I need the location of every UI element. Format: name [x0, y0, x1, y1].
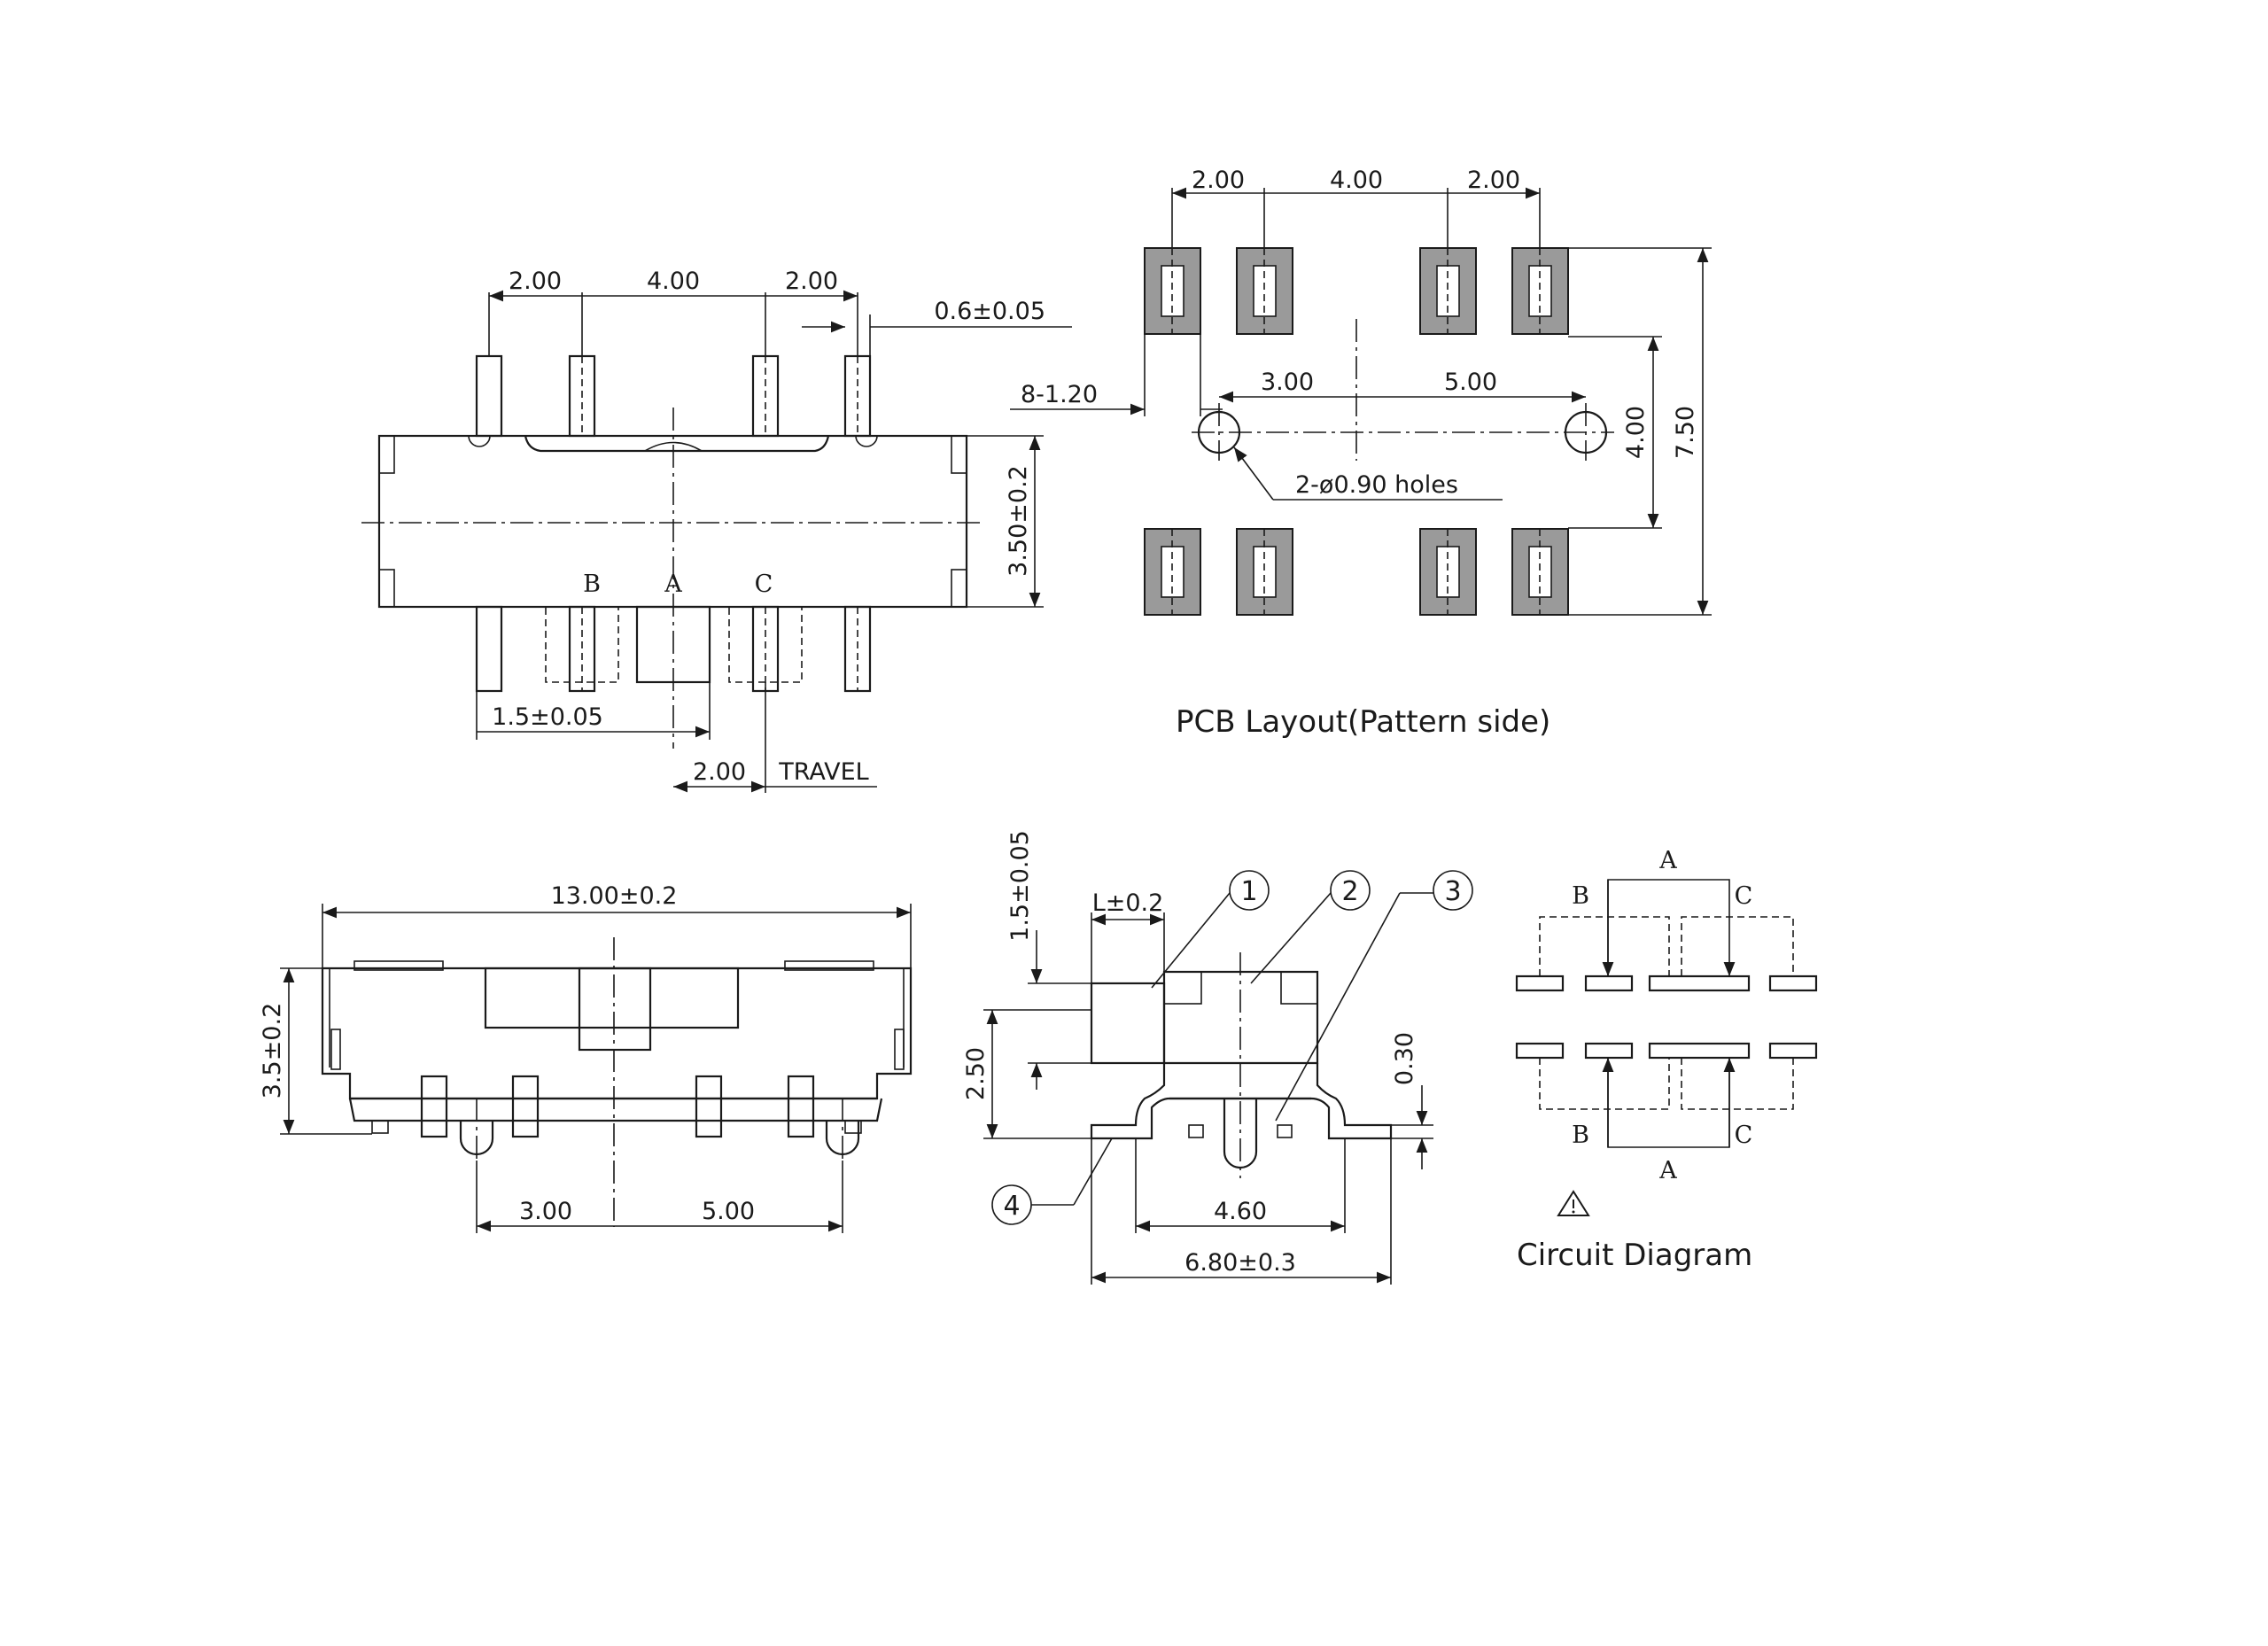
pcb-dim-hole-right: 5.00 [1444, 369, 1497, 396]
dim-pin-pitch-center: 4.00 [647, 268, 700, 295]
pcb-dim-row-spacing: 4.00 [1622, 406, 1650, 459]
side-dim-height: 2.50 [962, 1047, 990, 1100]
circuit-label-bottom-b: B [1572, 1122, 1589, 1149]
dim-pin-width: 0.6±0.05 [934, 298, 1045, 325]
pcb-pads-bottom [1144, 528, 1569, 616]
side-dim-inner-span: 4.60 [1214, 1198, 1267, 1225]
dim-pin-pitch-left: 2.00 [509, 268, 562, 295]
side-dim-actuator-height: 1.5±0.05 [1006, 830, 1034, 942]
circuit-label-bottom-c: C [1735, 1122, 1753, 1149]
front-dim-boss-left: 3.00 [519, 1198, 572, 1225]
pcb-dim-pad-width: 8-1.20 [1021, 381, 1098, 408]
actuator-knob [578, 967, 652, 1052]
travel-label: TRAVEL [778, 758, 868, 786]
circuit-label-top-c: C [1735, 882, 1753, 910]
svg-text:1: 1 [1240, 876, 1257, 907]
side-actuator [1090, 982, 1166, 1065]
pcb-dim-pitch-right: 2.00 [1467, 167, 1520, 194]
front-dim-height: 3.5±0.2 [259, 1003, 286, 1099]
side-dim-actuator-length: L±0.2 [1092, 889, 1164, 917]
front-view: 13.00±0.2 3.5±0.2 3.00 5.00 [259, 882, 913, 1233]
dim-slider-width: 1.5±0.05 [492, 703, 603, 731]
pcb-layout: 2.00 4.00 2.00 8-1.20 3.00 5.00 4.00 7.5… [1010, 167, 1712, 740]
side-dim-terminal-thickness: 0.30 [1391, 1032, 1418, 1085]
circuit-diagram-caption: Circuit Diagram [1517, 1238, 1752, 1273]
svg-text:2: 2 [1341, 876, 1358, 907]
circuit-label-bottom-a: A [1658, 1157, 1677, 1184]
balloon-2 [1330, 870, 1371, 911]
front-dim-overall-width: 13.00±0.2 [551, 882, 678, 910]
front-dim-boss-right: 5.00 [702, 1198, 755, 1225]
front-body-outline [321, 967, 913, 1100]
dim-body-height: 3.50±0.2 [1005, 465, 1032, 577]
warning-triangle-icon [1557, 1190, 1590, 1216]
balloon-3 [1433, 870, 1473, 911]
front-pins [413, 1075, 822, 1138]
side-dim-overall-span: 6.80±0.3 [1184, 1249, 1296, 1277]
pcb-dim-pitch-left: 2.00 [1192, 167, 1245, 194]
svg-text:4: 4 [1003, 1191, 1020, 1222]
top-pins [468, 354, 878, 447]
dim-pin-pitch-right: 2.00 [785, 268, 838, 295]
top-view: B A C 2.00 4.00 2.00 0.6±0.05 3.50±0.2 1… [361, 268, 1072, 793]
svg-text:3: 3 [1444, 876, 1461, 907]
circuit-diagram: A B C B C A Circuit Diagram [1515, 847, 1818, 1273]
circuit-label-top-b: B [1572, 882, 1589, 910]
pcb-layout-caption: PCB Layout(Pattern side) [1176, 704, 1550, 740]
side-view: 1.5±0.05 L±0.2 2.50 0.30 4.60 6.80±0.3 1… [962, 830, 1473, 1285]
pcb-dim-pitch-center: 4.00 [1330, 167, 1383, 194]
balloon-1 [1229, 870, 1270, 911]
terminal-label-c: C [755, 571, 773, 598]
pcb-hole-callout: 2-ø0.90 holes [1295, 471, 1458, 499]
terminal-label-a: A [664, 571, 682, 598]
pcb-dim-overall: 7.50 [1672, 406, 1699, 459]
actuator-housing [484, 967, 740, 1029]
circuit-label-top-a: A [1658, 847, 1677, 874]
terminal-label-b: B [583, 571, 601, 598]
dim-travel: 2.00 [693, 758, 746, 786]
pcb-dim-hole-left: 3.00 [1261, 369, 1314, 396]
